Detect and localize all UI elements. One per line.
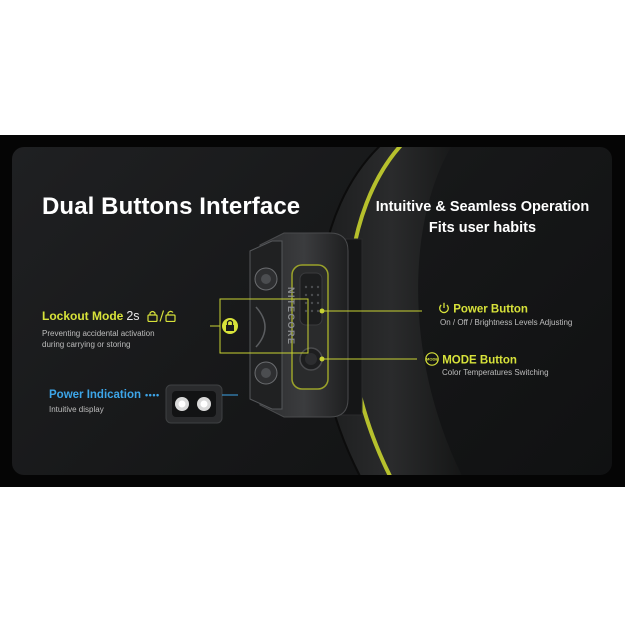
lockout-description-line-1: Preventing accidental activation: [42, 329, 155, 338]
power-button-description: On / Off / Brightness Levels Adjusting: [440, 318, 573, 327]
power-icon: [438, 302, 450, 317]
headlamp-illustration: NITECORE: [165, 147, 462, 475]
lockout-description-line-2: during carrying or storing: [42, 340, 131, 349]
subtitle-line-1: Intuitive & Seamless Operation: [375, 199, 590, 215]
feature-panel: NITECORE Dual: [12, 147, 612, 475]
power-indication-title: Power Indication: [49, 389, 142, 401]
lockout-mode-title: Lockout Mode: [42, 309, 124, 323]
mode-icon-text: MODE: [426, 357, 438, 362]
brand-label: NITECORE: [286, 287, 296, 346]
page-title: Dual Buttons Interface: [42, 193, 301, 220]
mode-button-callout: [319, 356, 417, 362]
mode-button-title: MODE Button: [442, 354, 517, 367]
power-button-title: Power Button: [453, 303, 528, 316]
mode-button-description: Color Temperatures Switching: [442, 368, 549, 377]
power-indication-label: Power Indication••••: [49, 389, 160, 401]
lockout-description: Preventing accidental activation during …: [42, 328, 155, 350]
power-button-label: Power Button: [438, 302, 528, 317]
power-button-callout: [319, 308, 422, 314]
battery-dots-icon: ••••: [145, 390, 160, 400]
power-indication-description: Intuitive display: [49, 405, 104, 414]
power-indicator-inset: [165, 384, 238, 424]
lockout-callout: [210, 298, 309, 354]
mode-button-label: MODE MODE Button: [425, 352, 517, 369]
lamp-housing: NITECORE: [249, 232, 349, 418]
subtitle: Intuitive & Seamless Operation Fits user…: [350, 197, 612, 239]
lock-icon: [147, 310, 177, 325]
mode-icon: MODE: [425, 352, 439, 369]
lockout-time: 2s: [126, 309, 140, 323]
subtitle-line-2: Fits user habits: [428, 220, 537, 236]
